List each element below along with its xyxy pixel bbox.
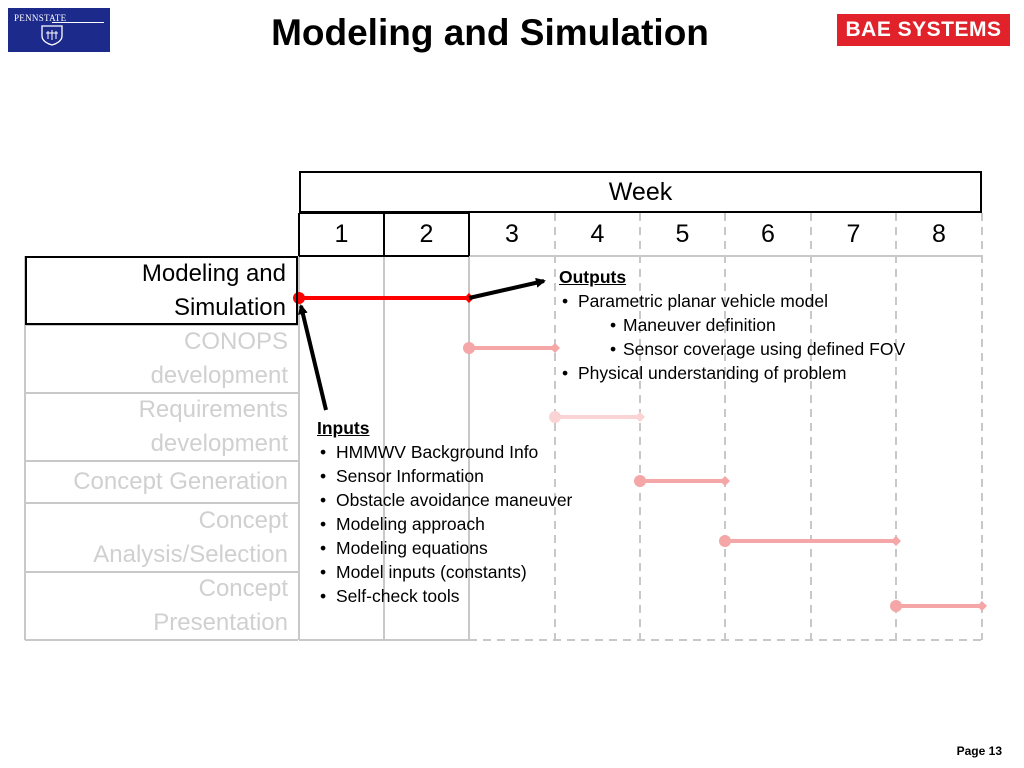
outputs-item: Parametric planar vehicle model (559, 289, 905, 313)
inputs-item: HMMWV Background Info (317, 440, 572, 464)
task-label: Concept Generation (25, 461, 298, 503)
week-number-cell: 1 (334, 220, 349, 248)
week-number-cell: 3 (505, 220, 519, 248)
task-label: CONOPS development (25, 325, 298, 393)
week-number-cell: 8 (932, 220, 946, 248)
inputs-item: Model inputs (constants) (317, 560, 572, 584)
week-number-cell: 7 (846, 220, 861, 248)
task-start-marker (890, 600, 902, 612)
inputs-item: Modeling approach (317, 512, 572, 536)
week-number-cell: 5 (675, 220, 690, 248)
task-end-marker (977, 601, 987, 611)
task-label-line: Simulation (173, 293, 286, 321)
inputs-arrow (298, 304, 328, 411)
task-end-marker (720, 476, 730, 486)
task-label-line: Presentation (153, 609, 288, 636)
task-label-line: Modeling and (141, 259, 286, 287)
task-label-line: Analysis/Selection (93, 540, 288, 568)
bae-systems-logo: BAE SYSTEMS (837, 14, 1010, 46)
task-end-marker (891, 536, 901, 546)
task-start-marker (719, 535, 731, 547)
week-header: Week (299, 171, 982, 213)
inputs-item: Modeling equations (317, 536, 572, 560)
task-label-line: Concept (198, 575, 288, 602)
task-label-line: CONOPS (183, 328, 288, 355)
page-number: Page 13 (956, 744, 1002, 758)
task-start-marker (549, 411, 561, 423)
outputs-heading: Outputs (559, 267, 627, 287)
pennstate-logo: PENNSTATE (8, 8, 110, 52)
inputs-item: Sensor Information (317, 464, 572, 488)
task-label-line: development (150, 362, 288, 389)
outputs-item: Maneuver definition (559, 313, 905, 337)
outputs-arrow (468, 277, 546, 300)
inputs-item: Self-check tools (317, 584, 572, 608)
outputs-item: Physical understanding of problem (559, 361, 905, 385)
outputs-callout: Outputs Parametric planar vehicle model … (559, 265, 905, 385)
week-number-cell: 2 (419, 220, 434, 248)
week-number-cell: 4 (590, 220, 605, 248)
task-end-marker (635, 412, 645, 422)
inputs-heading: Inputs (317, 418, 370, 438)
inputs-callout: Inputs HMMWV Background Info Sensor Info… (317, 416, 572, 608)
task-label-line: Concept Generation (73, 468, 288, 495)
task-end-marker (550, 343, 560, 353)
task-label: Requirements development (25, 393, 298, 461)
week-number-cell: 6 (761, 220, 775, 248)
pennstate-wordmark: PENNSTATE (14, 13, 67, 23)
page-title: Modeling and Simulation (271, 12, 709, 53)
outputs-item: Sensor coverage using defined FOV (559, 337, 905, 361)
inputs-item: Obstacle avoidance maneuver (317, 488, 572, 512)
task-start-marker (634, 475, 646, 487)
task-label-line: Requirements (138, 396, 288, 423)
shield-icon (41, 25, 63, 46)
task-label-line: Concept (198, 506, 288, 534)
task-label-line: development (150, 430, 288, 457)
week-header-label: Week (608, 177, 673, 206)
logo-rule (52, 22, 104, 23)
task-start-marker (463, 342, 475, 354)
